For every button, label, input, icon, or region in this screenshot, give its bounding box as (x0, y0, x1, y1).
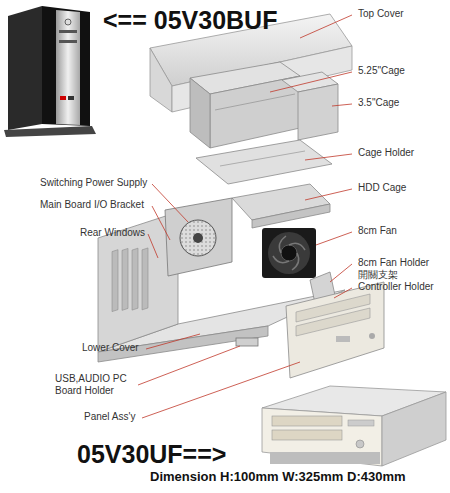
part-name: 3.5"Cage (358, 97, 399, 109)
front-panel (286, 282, 384, 378)
part-name: Panel Ass'y (84, 411, 135, 423)
drive-cages (190, 62, 338, 148)
leader-lines (138, 15, 352, 418)
part-name: Rear Windows (80, 227, 145, 239)
part-name: Lower Cover (82, 342, 139, 354)
part-name: Cage Holder (358, 147, 414, 159)
part-name: USB,AUDIO PC Board Holder (55, 373, 135, 396)
dimension-note: Dimension H:100mm W:325mm D:430mm (150, 470, 406, 485)
part-name: 8cm Fan (358, 225, 397, 237)
model-name: 05V30UF==> (77, 440, 226, 469)
part-name: 5.25"Cage (358, 65, 405, 77)
part-name: Controller Holder (358, 281, 434, 293)
hdd-cage (232, 184, 330, 228)
part-name: Main Board I/O Bracket (40, 199, 144, 211)
part-name: HDD Cage (358, 182, 406, 194)
part-name: 開關支架 (358, 269, 398, 281)
part-name: Top Cover (358, 8, 404, 20)
fan (262, 228, 316, 278)
model-name: <== 05V30BUF (103, 6, 277, 35)
power-supply (165, 198, 232, 276)
cage-holder (196, 140, 332, 184)
usb-audio-holder (236, 338, 258, 346)
part-name: 8cm Fan Holder (358, 257, 429, 269)
desktop-case (262, 386, 446, 466)
tower-case (4, 6, 96, 137)
part-name: Switching Power Supply (40, 177, 147, 189)
